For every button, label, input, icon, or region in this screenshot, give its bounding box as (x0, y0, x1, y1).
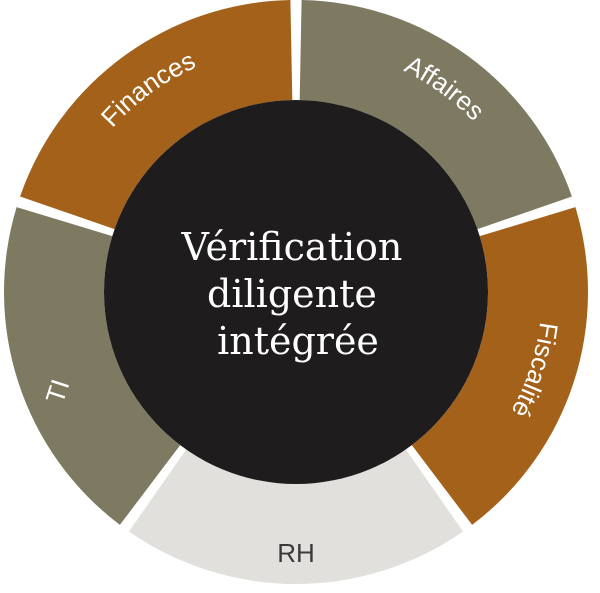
segment-ti[interactable] (3, 207, 181, 525)
center-title-line-2: diligente (207, 272, 377, 316)
center-title-line-1: Vérification (181, 225, 403, 269)
segment-finances[interactable] (20, 0, 293, 230)
segment-ring (3, 0, 588, 584)
center-title: Vérification diligente intégrée (181, 225, 415, 363)
segment-rh[interactable] (128, 449, 464, 584)
segment-label-rh: RH (277, 538, 315, 568)
center-hub (104, 100, 488, 484)
segment-fiscalite[interactable] (411, 207, 588, 525)
center-title-line-3: intégrée (217, 319, 379, 363)
segment-affaires[interactable] (299, 0, 572, 230)
